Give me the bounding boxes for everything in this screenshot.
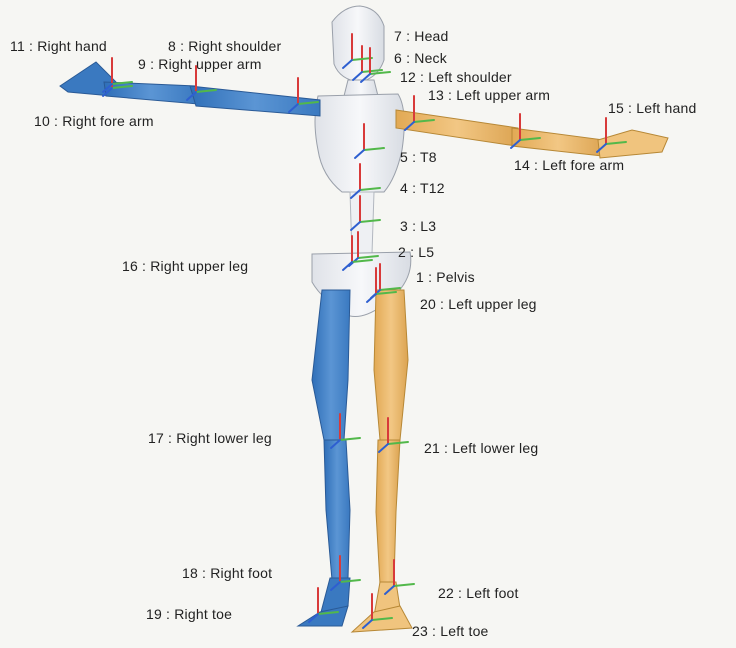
- label-segment-23: 23 : Left toe: [412, 623, 489, 639]
- label-segment-14: 14 : Left fore arm: [514, 157, 624, 173]
- label-segment-12: 12 : Left shoulder: [400, 69, 512, 85]
- right-fore-arm-shape: [104, 82, 198, 104]
- label-segment-13: 13 : Left upper arm: [428, 87, 550, 103]
- label-segment-7: 7 : Head: [394, 28, 449, 44]
- label-segment-2: 2 : L5: [398, 244, 434, 260]
- left-upper-leg-shape: [374, 290, 408, 440]
- left-lower-leg-shape: [376, 440, 400, 584]
- right-upper-leg-shape: [312, 290, 350, 440]
- label-segment-4: 4 : T12: [400, 180, 445, 196]
- label-segment-9: 9 : Right upper arm: [138, 56, 262, 72]
- label-segment-3: 3 : L3: [400, 218, 436, 234]
- label-segment-20: 20 : Left upper leg: [420, 296, 537, 312]
- label-segment-8: 8 : Right shoulder: [168, 38, 281, 54]
- label-segment-22: 22 : Left foot: [438, 585, 519, 601]
- label-segment-17: 17 : Right lower leg: [148, 430, 272, 446]
- abdomen-shape: [350, 192, 374, 254]
- label-segment-19: 19 : Right toe: [146, 606, 232, 622]
- right-lower-leg-shape: [324, 440, 350, 580]
- label-segment-21: 21 : Left lower leg: [424, 440, 538, 456]
- label-segment-15: 15 : Left hand: [608, 100, 696, 116]
- label-segment-16: 16 : Right upper leg: [122, 258, 248, 274]
- label-segment-5: 5 : T8: [400, 149, 437, 165]
- label-segment-6: 6 : Neck: [394, 50, 447, 66]
- label-segment-11: 11 : Right hand: [10, 38, 107, 54]
- label-segment-10: 10 : Right fore arm: [34, 113, 154, 129]
- left-fore-arm-shape: [512, 128, 604, 156]
- label-segment-18: 18 : Right foot: [182, 565, 272, 581]
- segment-22-y-axis: [394, 584, 414, 586]
- label-segment-1: 1 : Pelvis: [416, 269, 475, 285]
